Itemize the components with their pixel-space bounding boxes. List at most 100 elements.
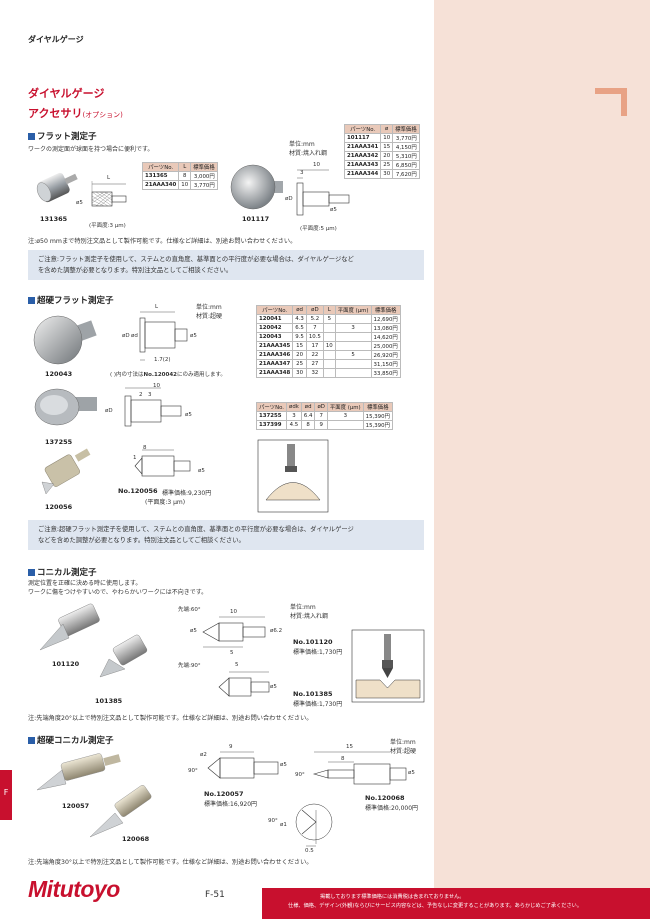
dim-label: 8 (341, 756, 345, 762)
product-image-120043 (33, 315, 97, 365)
dim-label: ø5 (330, 207, 337, 213)
dim-label: ød (131, 333, 138, 339)
product-image-137255 (34, 388, 97, 426)
dim-label: 3 (300, 170, 304, 176)
product-image-101117 (230, 164, 283, 210)
dim-label: 10 (153, 383, 160, 389)
drawing-flat-101117 (296, 169, 350, 216)
part-label: 131365 (40, 215, 68, 223)
dim-label: ø6.2 (270, 628, 283, 634)
dim-label: ø5 (190, 333, 197, 339)
corner-bracket-icon (595, 88, 627, 116)
footer-bar (262, 888, 650, 919)
dim-label: øD (285, 196, 293, 202)
material-label: 材質:焼入れ鋼 (289, 150, 328, 157)
right-margin-band (434, 0, 650, 919)
dim-label: 1.7(2) (154, 357, 171, 363)
callout-carbide-flat: ご注意:超硬フラット測定子を使用して、ステムとの直角度、基準面との平行度が必要な… (28, 520, 424, 550)
dim-label: 5 (235, 662, 239, 668)
dim-label: 2 (139, 392, 143, 398)
note-conical: 注:先端角度20°以上で特別注文品として製作可能です。仕様など詳細は、別途お問い… (28, 715, 313, 722)
usage-illustration-flat (257, 439, 329, 513)
part-number-101120: No.101120 (293, 638, 333, 646)
dim-label: L (155, 304, 159, 310)
drawing-carbide-flat-2 (124, 387, 182, 427)
price-label: 標準価格:9,230円 (162, 490, 212, 497)
page-subtitle: アクセサリ(オプション) (28, 107, 123, 120)
flatness-label: (平面度:5 μm) (300, 226, 337, 232)
price-label: 標準価格:16,920円 (204, 801, 258, 808)
part-label: 120043 (45, 370, 73, 378)
running-header: ダイヤルゲージ (28, 35, 84, 44)
product-image-101385 (99, 634, 148, 678)
dim-label: ø2 (200, 752, 207, 758)
dim-label: ø5 (190, 628, 197, 634)
part-label: 120057 (62, 802, 90, 810)
section-heading-flat: フラット測定子 (28, 130, 97, 142)
dim-label: 10 (313, 162, 320, 168)
dim-label: ø5 (280, 762, 287, 768)
product-image-120056 (41, 448, 91, 495)
page-title: ダイヤルゲージ (28, 87, 105, 100)
tip-angle-60: 先端:60° (178, 607, 201, 613)
dim-label: ø5 (185, 412, 192, 418)
note-flat: 注:ø50 mmまで特別注文品として製作可能です。仕様など詳細は、別途お問い合わ… (28, 238, 297, 245)
part-number-101385: No.101385 (293, 690, 333, 698)
drawing-flat-131365 (91, 181, 127, 207)
page-number: F-51 (205, 890, 225, 900)
part-label: 137255 (45, 438, 73, 446)
dim-label: ø5 (76, 200, 83, 206)
drawing-carbide-conical-120068 (312, 751, 407, 785)
dim-label: 90° (295, 772, 305, 778)
material-label: 材質:超硬 (196, 313, 223, 320)
dim-label: 10 (230, 609, 237, 615)
dim-label: 1 (133, 455, 137, 461)
unit-label: 単位:mm (196, 304, 222, 311)
footer-text-1: 掲載しております標準価格には消費税は含まれておりません。 (320, 894, 465, 900)
part-number-120068: No.120068 (365, 794, 405, 802)
flat-description: ワークの測定面が球面を持つ場合に便利です。 (28, 146, 154, 153)
dim-label: L (107, 175, 111, 181)
note-carbide-conical: 注:先端角度30°以上で特別注文品として製作可能です。仕様など詳細は、別途お問い… (28, 859, 313, 866)
part-label: 101117 (242, 215, 270, 223)
dim-label: 0.5 (305, 848, 314, 854)
dim-label: ø5 (408, 770, 415, 776)
section-heading-carbide-conical: 超硬コニカル測定子 (28, 734, 114, 746)
product-image-120068 (89, 785, 152, 838)
unit-label: 単位:mm (290, 604, 316, 611)
material-label: 材質:超硬 (390, 748, 417, 755)
dim-label: ø5 (270, 684, 277, 690)
bracket-note: ( )内の寸法はNo.120042にのみ適用します。 (110, 372, 226, 378)
material-label: 材質:焼入れ鋼 (290, 613, 329, 620)
drawing-carbide-conical-120057 (207, 751, 279, 779)
flatness-label: (平面度:3 μm) (89, 223, 126, 229)
section-tab-f: F (0, 770, 12, 820)
section-heading-carbide-flat: 超硬フラット測定子 (28, 294, 114, 306)
tip-angle-90: 先端:90° (178, 663, 201, 669)
product-image-131365 (36, 172, 78, 203)
drawing-conical-101385 (218, 671, 270, 697)
price-label: 標準価格:1,730円 (293, 649, 343, 656)
part-label: 101120 (52, 660, 80, 668)
unit-label: 単位:mm (289, 141, 315, 148)
flatness-label: (平面度:3 μm) (145, 499, 186, 506)
part-label: 120056 (45, 503, 73, 511)
drawing-conical-101120 (202, 616, 266, 648)
dim-label: øD (122, 333, 130, 339)
unit-label: 単位:mm (390, 739, 416, 746)
part-number-120056: No.120056 (118, 487, 158, 495)
dim-label: 5 (230, 650, 234, 656)
